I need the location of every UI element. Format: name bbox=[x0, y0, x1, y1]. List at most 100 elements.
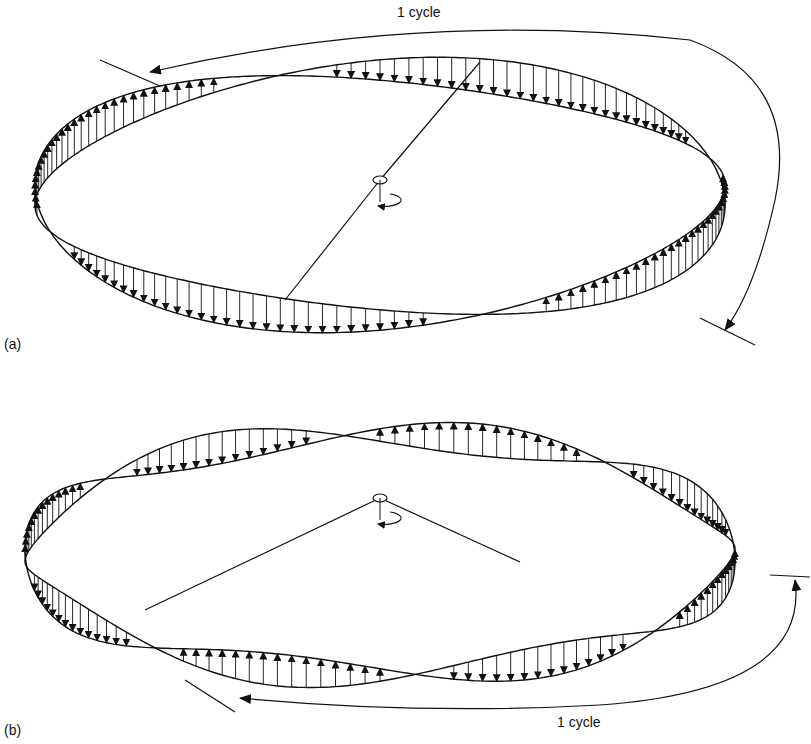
force-arrow bbox=[36, 169, 37, 195]
spoke-line bbox=[285, 180, 380, 300]
force-arrow bbox=[189, 81, 190, 101]
force-arrow bbox=[678, 125, 679, 141]
force-arrow bbox=[524, 431, 525, 459]
force-arrow bbox=[213, 78, 214, 92]
panel-label: (b) bbox=[2, 722, 23, 738]
force-arrow bbox=[177, 279, 178, 314]
force-arrow bbox=[196, 649, 197, 666]
force-arrow bbox=[558, 294, 559, 311]
force-arrow bbox=[394, 427, 395, 444]
force-arrow bbox=[308, 302, 309, 333]
force-arrow bbox=[42, 580, 43, 604]
band-edge bbox=[25, 423, 735, 682]
force-arrow bbox=[148, 454, 149, 475]
force-arrow bbox=[88, 609, 89, 638]
force-arrow bbox=[576, 449, 577, 461]
force-arrow bbox=[394, 311, 395, 329]
force-arrow bbox=[698, 226, 699, 262]
force-arrow bbox=[80, 604, 81, 635]
force-arrow bbox=[623, 634, 624, 650]
force-arrow bbox=[694, 599, 695, 622]
force-arrow bbox=[594, 281, 595, 305]
cycle-label: 1 cycle bbox=[555, 714, 603, 730]
force-arrow bbox=[645, 258, 646, 291]
force-arrow bbox=[65, 595, 66, 627]
force-arrow bbox=[600, 637, 601, 661]
force-arrow bbox=[123, 96, 124, 128]
force-arrow bbox=[58, 491, 59, 518]
force-arrow bbox=[612, 636, 613, 657]
force-arrow bbox=[25, 538, 26, 557]
force-arrow bbox=[26, 531, 27, 554]
force-arrow bbox=[563, 444, 564, 461]
force-arrow bbox=[96, 106, 97, 141]
force-arrow bbox=[708, 217, 709, 251]
force-arrow bbox=[209, 434, 210, 466]
force-arrow bbox=[510, 428, 511, 458]
force-arrow bbox=[336, 306, 337, 333]
force-arrow bbox=[507, 61, 508, 96]
force-arrow bbox=[306, 657, 307, 687]
force-arrow bbox=[249, 652, 250, 682]
force-arrow bbox=[731, 559, 732, 586]
force-arrow bbox=[712, 581, 713, 612]
force-arrow bbox=[67, 124, 68, 160]
force-arrow bbox=[725, 567, 726, 598]
force-arrow bbox=[34, 574, 35, 590]
force-arrow bbox=[189, 282, 190, 317]
force-arrow bbox=[126, 632, 127, 646]
spoke-line bbox=[380, 498, 520, 562]
force-arrow bbox=[576, 640, 577, 670]
force-arrow bbox=[453, 666, 454, 680]
force-arrow bbox=[105, 259, 106, 282]
force-arrow bbox=[31, 518, 32, 547]
force-arrow bbox=[725, 520, 726, 536]
force-arrow bbox=[209, 650, 210, 671]
force-arrow bbox=[524, 649, 525, 680]
force-arrow bbox=[365, 309, 366, 332]
force-arrow bbox=[408, 58, 409, 83]
force-arrow bbox=[196, 437, 197, 468]
force-arrow bbox=[253, 294, 254, 329]
force-arrow bbox=[424, 423, 425, 448]
axis-line bbox=[380, 180, 381, 202]
force-arrow bbox=[594, 80, 595, 114]
force-arrow bbox=[41, 157, 42, 187]
force-arrow bbox=[733, 556, 734, 579]
force-arrow bbox=[350, 664, 351, 686]
force-arrow bbox=[159, 449, 160, 473]
force-arrow bbox=[633, 464, 634, 478]
force-arrow bbox=[394, 59, 395, 82]
force-arrow bbox=[533, 65, 534, 101]
force-arrow bbox=[336, 65, 337, 77]
force-arrow bbox=[36, 201, 37, 215]
force-arrow bbox=[409, 425, 410, 447]
force-arrow bbox=[718, 204, 719, 234]
force-arrow bbox=[510, 652, 511, 681]
force-arrow bbox=[38, 163, 39, 191]
force-arrow bbox=[335, 662, 336, 687]
band-edge bbox=[35, 57, 725, 314]
force-arrow bbox=[723, 175, 724, 189]
force-arrow bbox=[721, 513, 722, 533]
force-arrow bbox=[712, 500, 713, 527]
force-arrow bbox=[636, 98, 637, 126]
force-arrow bbox=[678, 240, 679, 276]
force-arrow bbox=[123, 265, 124, 293]
force-arrow bbox=[493, 60, 494, 94]
force-arrow bbox=[468, 423, 469, 455]
force-arrow bbox=[663, 249, 664, 284]
force-arrow bbox=[482, 424, 483, 456]
force-arrow bbox=[380, 60, 381, 80]
force-arrow bbox=[551, 644, 552, 676]
force-arrow bbox=[496, 655, 497, 681]
force-arrow bbox=[116, 626, 117, 644]
force-arrow bbox=[380, 310, 381, 330]
force-arrow bbox=[558, 70, 559, 106]
force-arrow bbox=[52, 587, 53, 617]
force-arrow bbox=[679, 612, 680, 627]
cycle-arc bbox=[240, 580, 796, 709]
rotation-arrow bbox=[378, 194, 401, 206]
force-arrow bbox=[626, 93, 627, 122]
force-arrow bbox=[97, 615, 98, 641]
